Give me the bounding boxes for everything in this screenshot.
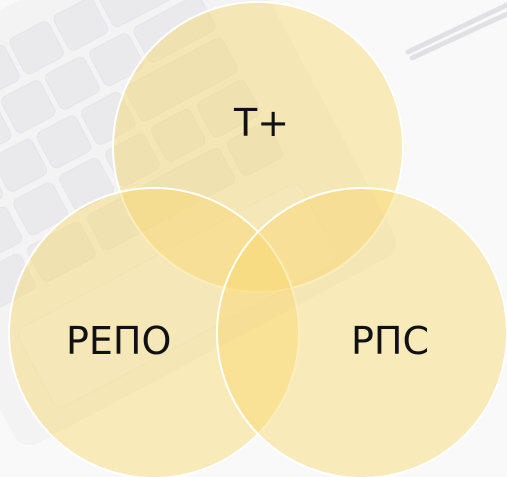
venn-circle-right: [216, 187, 507, 477]
venn-label-right: РПС: [351, 319, 430, 363]
venn-circle-left: [8, 187, 300, 477]
venn-label-top: Т+: [234, 101, 290, 145]
venn-circle-top: [112, 1, 404, 293]
venn-label-left: РЕПО: [66, 319, 172, 363]
